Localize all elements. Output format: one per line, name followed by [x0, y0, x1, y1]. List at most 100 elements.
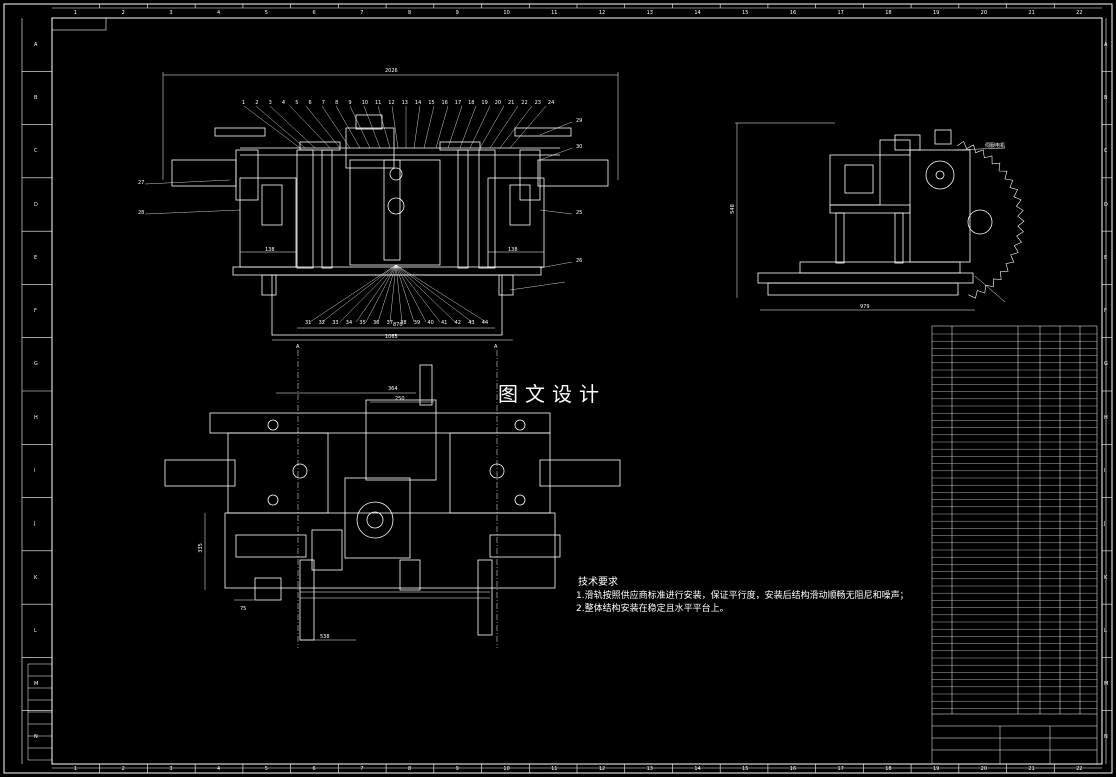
balloon-number: 8	[335, 100, 339, 106]
section-marker-right: A	[494, 344, 498, 350]
balloon-number: 40	[427, 320, 434, 326]
balloon-number: 6	[308, 100, 312, 106]
balloon-number: 38	[400, 320, 407, 326]
border-column-label: 22	[1076, 766, 1083, 772]
border-column-label: 19	[932, 10, 940, 16]
border-row-label: G	[1104, 361, 1108, 368]
balloon-number: 19	[481, 100, 488, 106]
border-column-label: 8	[407, 10, 412, 16]
border-column-label: 1	[73, 10, 78, 16]
border-column-label: 14	[694, 766, 701, 772]
border-row-label: B	[34, 94, 38, 101]
border-column-label: 10	[503, 766, 510, 772]
border-column-label: 17	[837, 10, 844, 16]
border-row-label: D	[34, 201, 38, 208]
border-row-label: M	[34, 681, 39, 688]
border-row-label: A	[1104, 41, 1108, 48]
plan-view	[164, 350, 621, 648]
border-column-label: 21	[1028, 10, 1035, 16]
border-column-label: 6	[312, 766, 316, 772]
border-row-label: E	[34, 254, 38, 261]
border-row-label: A	[34, 41, 38, 48]
border-column-label: 4	[217, 766, 221, 772]
border-row-label: C	[1104, 148, 1108, 155]
balloon-number: 43	[468, 320, 475, 326]
border-row-label: M	[1104, 681, 1109, 688]
balloon-number: 7	[321, 100, 325, 106]
border-row-label: D	[1104, 201, 1108, 208]
balloon-number: 27	[138, 180, 145, 186]
balloon-number: 32	[318, 320, 325, 326]
border-column-label: 11	[551, 10, 558, 16]
border-column-label: 3	[169, 10, 173, 16]
border-row-label: J	[1104, 521, 1106, 528]
balloon-number: 21	[508, 100, 515, 106]
balloon-number: 42	[454, 320, 461, 326]
balloon-number: 3	[268, 100, 272, 106]
border-column-label: 6	[312, 10, 316, 16]
border-row-ticks	[22, 70, 1112, 712]
balloon-number: 25	[576, 210, 583, 216]
balloon-number: 10	[361, 100, 369, 106]
border-row-label: B	[1104, 94, 1108, 101]
side-view	[735, 122, 1025, 311]
balloon-number: 36	[373, 320, 380, 326]
border-column-label: 16	[789, 10, 797, 16]
balloon-number: 24	[547, 100, 555, 106]
balloon-number: 16	[441, 100, 448, 106]
border-row-label: E	[1104, 254, 1108, 261]
balloon-number: 28	[138, 210, 145, 216]
border-row-label: K	[34, 574, 38, 581]
border-column-label: 22	[1076, 10, 1083, 16]
front-view	[144, 72, 619, 341]
border-row-label: H	[1104, 414, 1108, 421]
border-row-label: L	[34, 627, 37, 634]
border-column-label: 1	[73, 766, 78, 772]
border-column-label: 7	[360, 766, 364, 772]
balloon-number: 35	[359, 320, 366, 326]
border-row-label: K	[1104, 574, 1108, 581]
border-row-label: I	[34, 467, 36, 474]
border-column-label: 20	[980, 10, 988, 16]
balloon-number: 37	[386, 320, 393, 326]
border-row-label: I	[1104, 467, 1106, 474]
front-left-offset-dim: 138	[265, 247, 275, 253]
border-column-label: 2	[121, 10, 125, 16]
border-column-label: 21	[1028, 766, 1035, 772]
border-column-label: 7	[360, 10, 364, 16]
border-column-label: 18	[885, 766, 892, 772]
border-row-label: F	[34, 308, 37, 315]
parts-table	[931, 325, 1098, 765]
balloon-number: 26	[576, 258, 583, 264]
plan-dim-d: 75	[240, 606, 247, 612]
balloon-number: 15	[428, 100, 435, 106]
front-inner-width-dim: 870	[393, 322, 403, 328]
plan-dim-c: 335	[197, 543, 204, 553]
border-column-label: 5	[264, 766, 268, 772]
left-stamp-box	[27, 663, 53, 761]
balloon-number: 39	[413, 320, 421, 326]
border-column-label: 9	[455, 10, 459, 16]
side-width-dim: 979	[860, 304, 870, 310]
balloon-number: 33	[332, 320, 339, 326]
border-column-label: 13	[646, 10, 653, 16]
border-column-label: 17	[837, 766, 844, 772]
balloon-number: 14	[414, 100, 422, 106]
section-marker-left: A	[296, 344, 300, 350]
balloon-number: 11	[375, 100, 382, 106]
border-row-label: J	[34, 521, 36, 528]
plan-dim-b: 250	[395, 396, 405, 402]
balloon-number: 12	[388, 100, 395, 106]
border-column-label: 18	[885, 10, 892, 16]
balloon-number: 1	[242, 100, 246, 106]
border-column-label: 2	[121, 766, 125, 772]
border-column-label: 19	[932, 766, 940, 772]
border-column-label: 14	[694, 10, 701, 16]
border-row-label: F	[1104, 308, 1107, 315]
border-column-label: 11	[551, 766, 558, 772]
border-column-label: 15	[742, 766, 749, 772]
border-column-label: 9	[455, 766, 459, 772]
border-column-label: 20	[980, 766, 988, 772]
border-column-label: 8	[407, 766, 412, 772]
